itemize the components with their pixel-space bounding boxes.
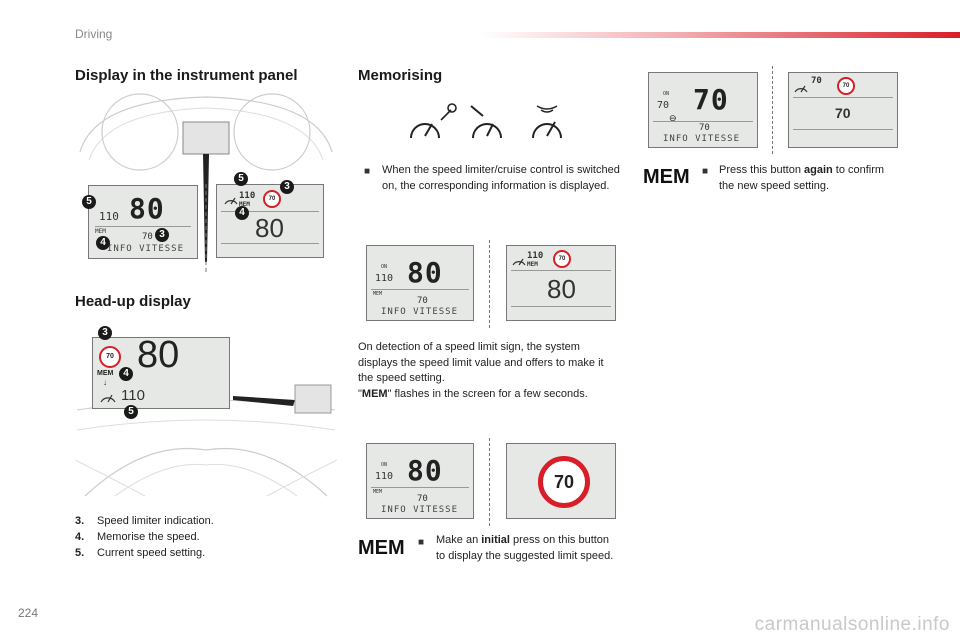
lcd-set-speed: 110: [375, 273, 394, 284]
speed-mode-icons: [410, 103, 562, 139]
callout-3: 3: [98, 326, 112, 340]
lcd-on-label: ON: [381, 462, 388, 468]
adaptive-gauge-icon: [532, 105, 562, 139]
page-number: 224: [18, 606, 39, 620]
callout-5: 5: [124, 405, 138, 419]
speed-limit-sign: 70: [263, 190, 281, 208]
header-accent-bar: [480, 32, 960, 38]
lcd-info-text: INFO VITESSE: [381, 505, 459, 515]
lcd-set-speed: 110: [375, 471, 394, 482]
cluster-zoom-panel: 110 MEM 70 80: [216, 184, 324, 258]
lcd-on-label: ON: [381, 264, 388, 270]
memorising-paragraph-2: On detection of a speed limit sign, the …: [358, 341, 604, 400]
lcd-divider: [95, 226, 191, 227]
cruise-gauge-icon: [470, 105, 502, 139]
middle-lcd-2: ON 110 80 MEM 70 INFO VITESSE: [366, 443, 474, 519]
zoom-big-speed: 80: [547, 274, 576, 304]
watermark: carmanualsonline.info: [754, 614, 950, 635]
right-lcd: ON 70 70 ⊖ 70 INFO VITESSE: [648, 72, 758, 148]
zoom-set-speed: 110: [527, 251, 544, 261]
hud-mem-label: MEM: [97, 370, 114, 377]
right-zoom-panel: 70 70 70: [788, 72, 898, 148]
callout-4: 4: [96, 236, 110, 250]
lcd-main-speed: 70: [693, 83, 729, 116]
lcd-mem-label: MEM: [95, 228, 106, 235]
zoom-big-speed: 70: [835, 105, 851, 121]
callout-4: 4: [235, 206, 249, 220]
bullet-icon: ■: [702, 166, 709, 177]
memorising-heading: Memorising: [358, 67, 443, 84]
lcd-mem-label: MEM: [373, 489, 383, 495]
bullet-icon: ■: [364, 166, 371, 177]
instrument-panel-heading: Display in the instrument panel: [75, 67, 298, 84]
limiter-circle-icon: ⊖: [669, 113, 677, 123]
lcd-main-speed: 80: [407, 256, 443, 289]
speedometer-icon: [224, 197, 238, 205]
hud-heading: Head-up display: [75, 293, 191, 310]
instrument-cluster-illustration: [79, 93, 333, 272]
hud-big-speed: 80: [137, 334, 180, 376]
mem-button[interactable]: MEM: [643, 166, 690, 188]
legend-list: 3.Speed limiter indication. 4.Memorise t…: [75, 513, 214, 561]
zoom-divider: [221, 211, 319, 212]
legend-item: 5.Current speed setting.: [75, 547, 206, 559]
hud-set-speed: 110: [121, 387, 145, 404]
zoom-mem-label: MEM: [527, 261, 538, 268]
section-label: Driving: [75, 27, 113, 41]
legend-item: 3.Speed limiter indication.: [75, 515, 214, 527]
lcd-main-speed: 80: [407, 454, 443, 487]
lcd-limit: 70: [142, 232, 153, 242]
speedometer-icon: [794, 85, 808, 93]
hud-panel: 70 80 MEM ↓ 110: [92, 334, 230, 409]
speed-limit-sign: 70: [553, 250, 571, 268]
zoom-set-speed: 70: [811, 76, 822, 86]
zoom-set-speed: 110: [239, 191, 256, 201]
hud-speed-limit-sign: 70: [99, 346, 121, 368]
zoom-big-speed: 80: [255, 213, 284, 243]
speedometer-icon: [512, 258, 526, 266]
callout-4: 4: [119, 367, 133, 381]
lcd-on-label: ON: [663, 91, 670, 97]
right-paragraph: Press this button again to confirm the n…: [719, 164, 885, 192]
lcd-main-speed: 80: [129, 192, 165, 225]
lcd-limit: 70: [417, 494, 428, 504]
lcd-set-speed: 110: [99, 210, 119, 223]
lcd-info-text: INFO VITESSE: [107, 244, 185, 254]
lcd-limit: 70: [699, 123, 710, 133]
callout-3: 3: [155, 228, 169, 242]
callout-3: 3: [280, 180, 294, 194]
arrow-down-icon: ↓: [103, 378, 107, 387]
lcd-info-text: INFO VITESSE: [663, 134, 741, 144]
lcd-mem-label: MEM: [373, 291, 383, 297]
zoom-divider-2: [221, 243, 319, 244]
speed-limit-sign: 70: [837, 77, 855, 95]
middle-zoom-1: 110 MEM 70 80: [506, 245, 616, 321]
callout-5: 5: [82, 195, 96, 209]
lcd-limit: 70: [417, 296, 428, 306]
lcd-info-text: INFO VITESSE: [381, 307, 459, 317]
callout-5: 5: [234, 172, 248, 186]
middle-sign-panel: 70: [506, 443, 616, 519]
limiter-gauge-icon: [410, 103, 457, 139]
lcd-set-speed: 70: [657, 100, 670, 111]
speedometer-icon: [100, 394, 116, 403]
memorising-paragraph-3: Make an initial press on this button to …: [436, 534, 614, 562]
memorising-paragraph-1: When the speed limiter/cruise control is…: [382, 164, 620, 192]
zoom-mem-label: MEM: [239, 201, 250, 208]
mem-button[interactable]: MEM: [358, 537, 405, 559]
middle-lcd-1: ON 110 80 MEM 70 INFO VITESSE: [366, 245, 474, 321]
large-speed-limit-sign: 70: [538, 456, 590, 508]
bullet-icon: ■: [418, 537, 425, 548]
legend-item: 4.Memorise the speed.: [75, 531, 200, 543]
